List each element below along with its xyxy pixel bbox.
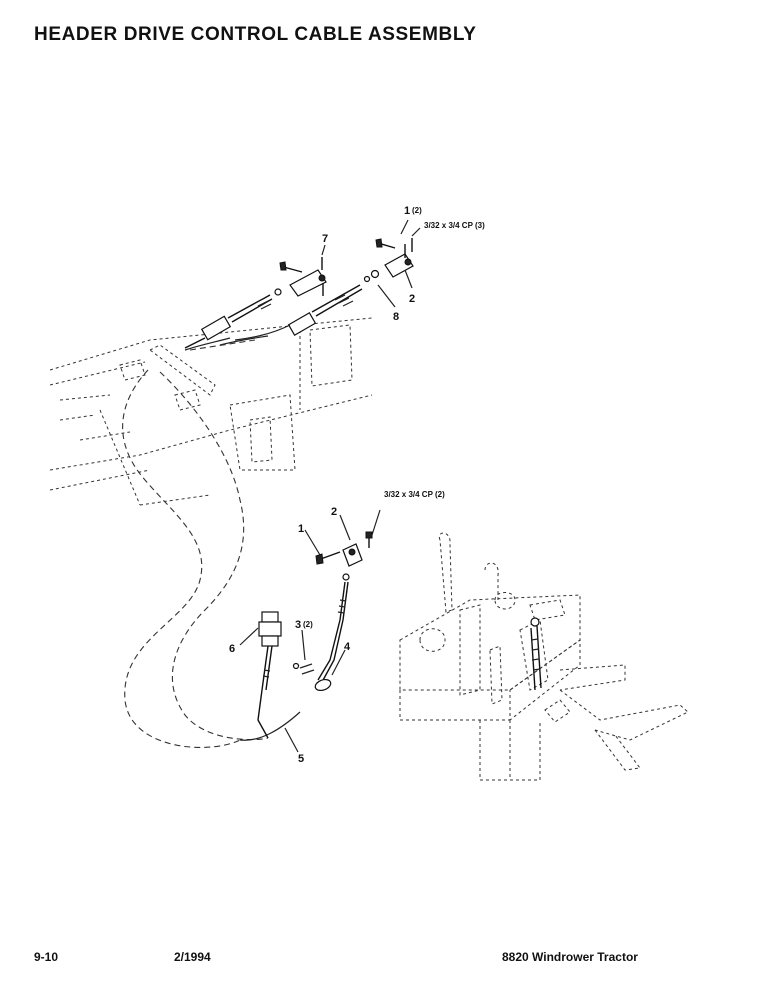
- upper-leaders: [321, 219, 421, 308]
- footer-date: 2/1994: [174, 950, 211, 964]
- callout-2-top: 2: [409, 293, 415, 305]
- callout-7: 7: [322, 233, 328, 245]
- callout-cp-mid: 3/32 x 3/4 CP (2): [384, 490, 445, 499]
- callout-1-top: 1: [404, 205, 410, 217]
- callout-1-top-qty: (2): [412, 206, 422, 215]
- callout-5: 5: [298, 753, 304, 765]
- tractor-console: [399, 532, 689, 781]
- callouts: 1 (2) 3/32 x 3/4 CP (3) 7 2 8 3/32 x 3/4…: [229, 205, 485, 765]
- callout-4: 4: [344, 641, 351, 653]
- header-frame: [49, 317, 373, 506]
- callout-2-mid: 2: [331, 506, 337, 518]
- lower-cable-ends: [257, 509, 381, 739]
- footer-model: 8820 Windrower Tractor: [502, 950, 638, 964]
- callout-1-mid: 1: [298, 523, 304, 535]
- footer-page-number: 9-10: [34, 950, 59, 964]
- callout-6: 6: [229, 643, 235, 655]
- lower-leaders: [239, 514, 351, 753]
- callout-3: 3: [295, 619, 301, 631]
- callout-8: 8: [393, 311, 399, 323]
- control-cable-loop: [122, 337, 301, 748]
- callout-3-qty: (2): [303, 620, 313, 629]
- callout-cp-top: 3/32 x 3/4 CP (3): [424, 221, 485, 230]
- page-title: HEADER DRIVE CONTROL CABLE ASSEMBLY: [34, 24, 477, 45]
- upper-cable-ends: [184, 238, 414, 351]
